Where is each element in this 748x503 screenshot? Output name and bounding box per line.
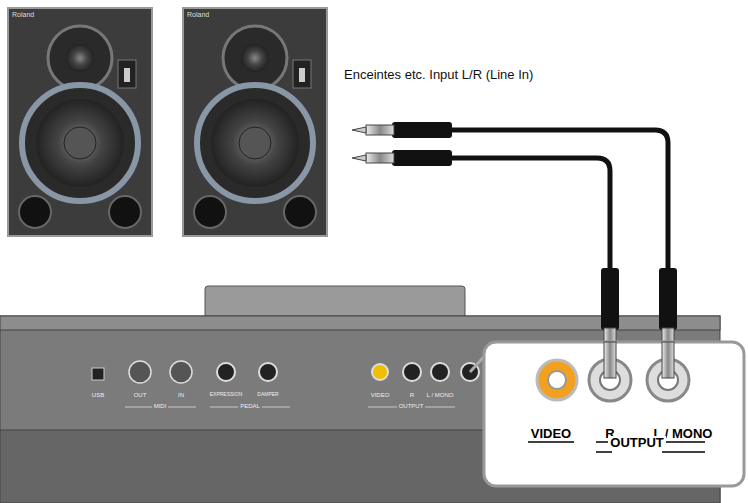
port-label: OUT bbox=[134, 392, 147, 398]
port-label: VIDEO bbox=[371, 392, 390, 398]
plug bbox=[352, 122, 677, 354]
port-label: L / MONO bbox=[427, 392, 454, 398]
port-label: IN bbox=[178, 392, 184, 398]
brand-text: Roland bbox=[187, 11, 209, 18]
group-label: PEDAL bbox=[238, 403, 262, 409]
connection-note: Enceintes etc. Input L/R (Line In) bbox=[344, 68, 533, 81]
group-label: OUTPUT bbox=[608, 436, 665, 449]
zoom-inset bbox=[470, 342, 744, 486]
jack-label: VIDEO bbox=[531, 427, 571, 440]
speaker bbox=[8, 8, 152, 236]
group-label: OUTPUT bbox=[397, 403, 426, 409]
cable bbox=[450, 130, 668, 270]
port-label: R bbox=[410, 392, 414, 398]
brand-text: Roland bbox=[12, 11, 34, 18]
port-label: USB bbox=[92, 392, 104, 398]
port-label: EXPRESSION bbox=[210, 392, 243, 397]
speaker bbox=[183, 8, 327, 236]
port-label: DAMPER bbox=[257, 392, 278, 397]
group-label: MIDI bbox=[152, 403, 169, 409]
